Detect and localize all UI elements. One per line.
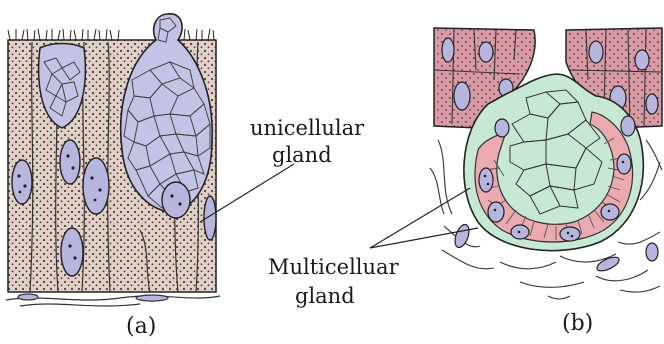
multicellular-label-line2: gland <box>295 286 355 307</box>
nucleus <box>83 158 109 214</box>
nucleus <box>617 154 631 174</box>
nucleus <box>60 140 80 184</box>
nucleus <box>61 228 83 276</box>
nucleus <box>601 204 619 220</box>
nucleus <box>162 182 190 218</box>
nucleus <box>495 119 509 137</box>
unicellular-label-line2: gland <box>272 145 332 166</box>
multicellular-label-line1: Multicelluar <box>268 257 399 278</box>
panel-a-unicellular-gland <box>6 14 220 306</box>
nucleus <box>560 227 580 241</box>
unicellular-label-line1: unicellular <box>250 118 364 139</box>
leader-lines <box>200 164 478 248</box>
basement-fibres-a <box>6 294 220 306</box>
panel-b-caption: (b) <box>562 313 593 335</box>
nucleus <box>479 168 493 192</box>
cilia-border <box>8 29 214 40</box>
nucleus <box>621 116 635 136</box>
nucleus <box>12 160 32 204</box>
nucleus <box>488 202 504 222</box>
panel-a-caption: (a) <box>126 316 156 338</box>
panel-b-multicellular-gland <box>430 28 662 299</box>
